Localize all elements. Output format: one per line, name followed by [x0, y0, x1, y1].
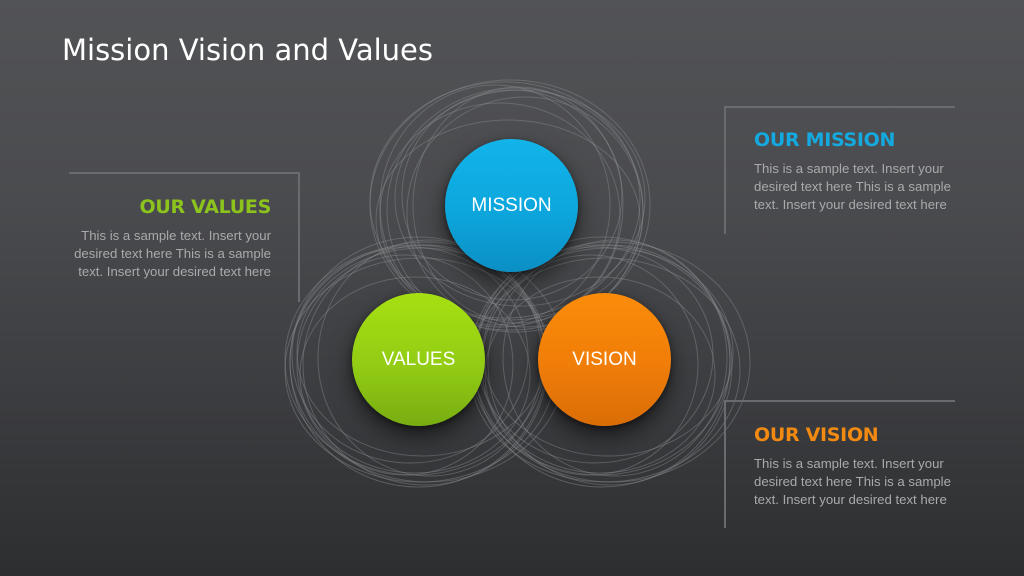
vision-bracket-side-line [724, 400, 726, 528]
slide-title: Mission Vision and Values [62, 33, 433, 67]
values-body-text: This is a sample text. Insert your desir… [74, 228, 271, 279]
values-circle: VALUES [352, 293, 485, 426]
mission-bracket-top-line [724, 106, 955, 108]
mission-circle-label: MISSION [471, 194, 552, 216]
vision-heading: OUR VISION [754, 424, 879, 446]
values-heading: OUR VALUES [139, 196, 272, 218]
values-bracket-top-line [69, 172, 300, 174]
values-bracket-side-line [298, 172, 300, 302]
vision-section: OUR VISION This is a sample text. Insert… [754, 424, 954, 509]
mission-circle: MISSION [445, 139, 578, 272]
mission-bracket-side-line [724, 106, 726, 234]
mission-heading: OUR MISSION [754, 129, 896, 151]
mission-section: OUR MISSION This is a sample text. Inser… [754, 129, 954, 214]
vision-circle: VISION [538, 293, 671, 426]
vision-circle-label: VISION [572, 348, 637, 370]
values-circle-label: VALUES [381, 348, 456, 370]
values-section: OUR VALUES This is a sample text. Insert… [71, 196, 271, 281]
vision-bracket-top-line [724, 400, 955, 402]
vision-body-text: This is a sample text. Insert your desir… [754, 456, 951, 507]
mission-body-text: This is a sample text. Insert your desir… [754, 161, 951, 212]
